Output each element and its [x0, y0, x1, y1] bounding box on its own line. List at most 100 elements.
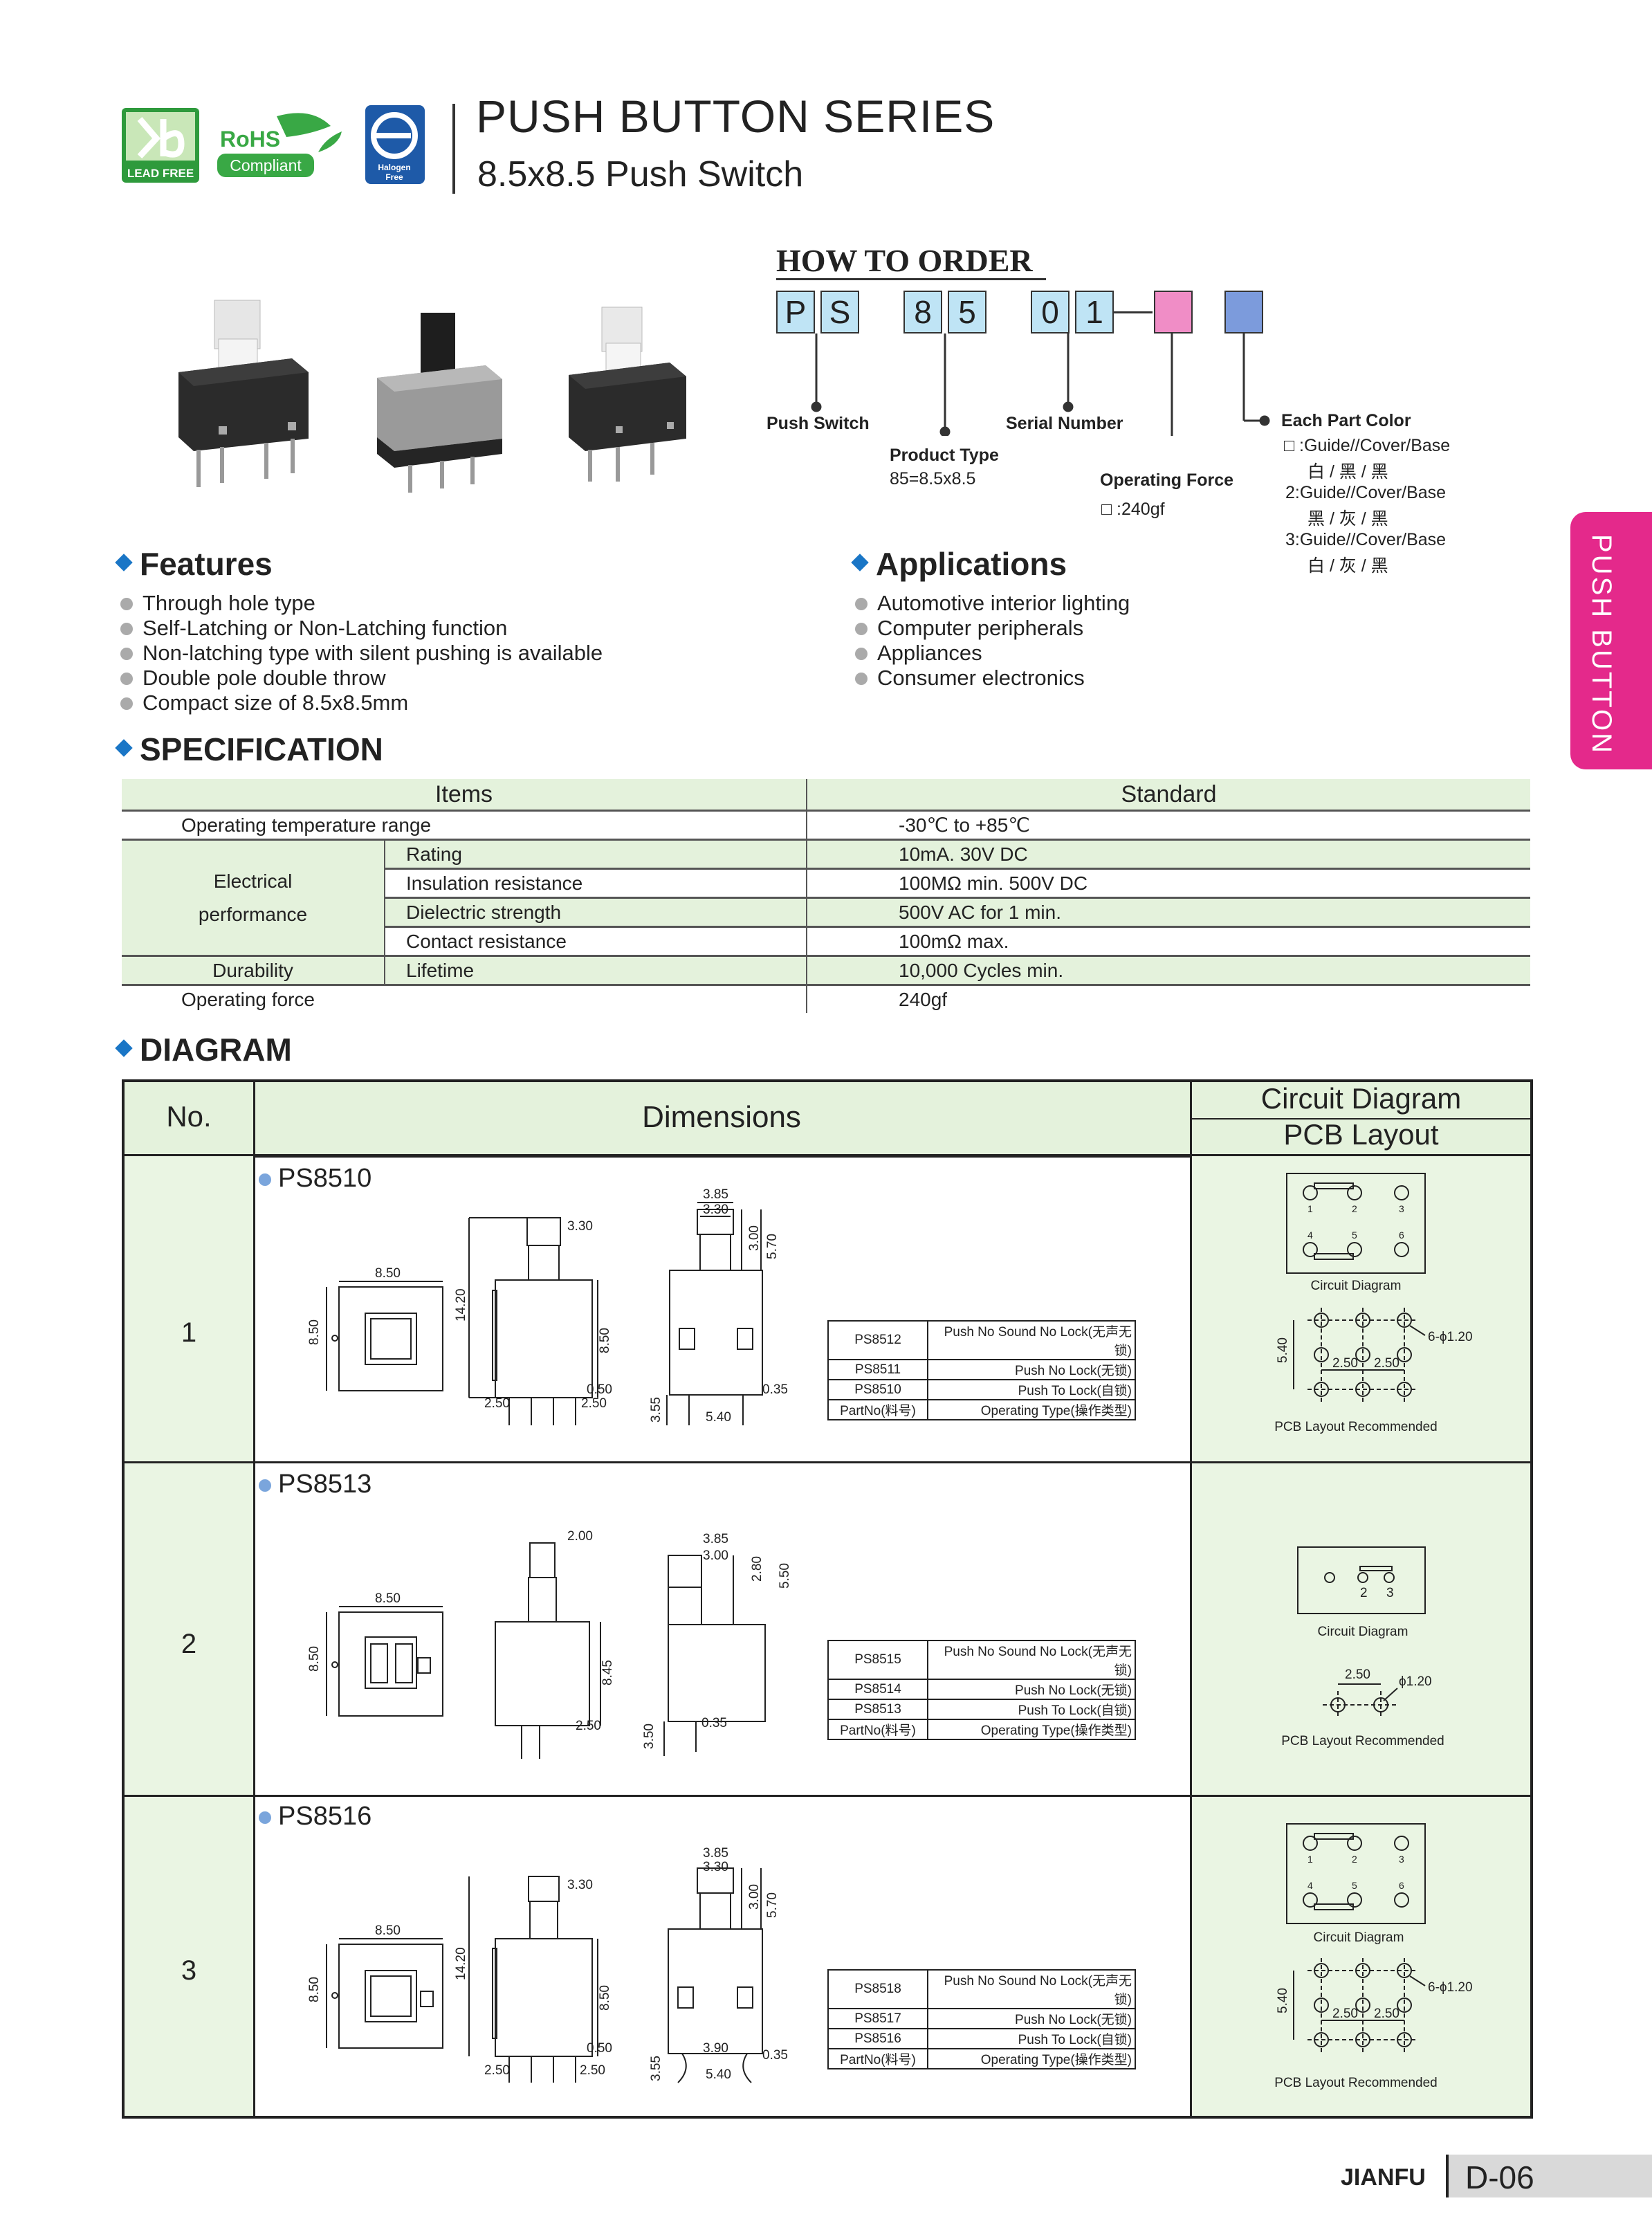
dim-label: 3.55 [649, 1397, 663, 1423]
bullet-dot-icon [259, 1811, 271, 1824]
dim-label: 14.20 [454, 1947, 468, 1980]
specification-title: SPECIFICATION [140, 731, 383, 767]
order-code-0: 0 [1031, 291, 1070, 333]
footer-brand: JIANFU [1341, 2164, 1426, 2191]
color-option-1: □ :Guide//Cover/Base [1284, 436, 1451, 455]
pcb-layout-label: PCB Layout Recommended [1274, 1420, 1438, 1434]
dim-label: 2.50 [484, 1396, 510, 1411]
part-number-cell: PartNo(料号) [827, 2048, 928, 2069]
spec-row: Operating force 240gf [122, 985, 1530, 1013]
dim-label: 8.50 [307, 1977, 322, 2002]
no-column-divider [125, 1082, 255, 2116]
dim-label: 3.00 [747, 1884, 762, 1910]
pcb-dim-label: 2.50 [1345, 1667, 1370, 1682]
operating-type-cell: Push To Lock(自锁) [927, 1379, 1136, 1400]
dim-label: 0.50 [587, 1382, 612, 1397]
model-name: PS8516 [259, 1802, 371, 1831]
order-connector-lines [811, 333, 1270, 436]
application-item: Computer peripherals [855, 616, 1130, 641]
rohs-logo: RoHS Compliant [214, 111, 346, 180]
model-name: PS8513 [259, 1470, 371, 1499]
spec-row: Dielectric strength 500V AC for 1 min. [122, 897, 1530, 928]
header-pcb: PCB Layout [1283, 1118, 1439, 1151]
spec-header-standard: Standard [806, 779, 1530, 812]
spec-item: Contact resistance [384, 926, 807, 957]
color-option-1-cn: 白 / 黑 / 黑 [1307, 462, 1388, 482]
pcb-column-bg [1192, 1155, 1530, 2116]
circuit-diagram-label: Circuit Diagram [1318, 1625, 1408, 1639]
how-to-order-title: HOW TO ORDER [776, 243, 1033, 278]
svg-text:6: 6 [1399, 1880, 1404, 1891]
operating-type-cell: Push No Lock(无锁) [927, 1359, 1136, 1380]
spec-item: Dielectric strength [384, 897, 807, 928]
switch-photo-1 [178, 300, 309, 487]
header-circuit: Circuit Diagram [1260, 1082, 1462, 1115]
order-code-s: S [820, 291, 859, 333]
part-number-cell: PS8515 [827, 1640, 928, 1680]
svg-text:4: 4 [1307, 1880, 1313, 1891]
feature-item: Self-Latching or Non-Latching function [120, 616, 603, 641]
switch-photo-2 [377, 313, 502, 493]
dim-label: 3.50 [642, 1724, 657, 1749]
ps8516-dimension-drawing: 8.50 8.50 14.20 3.30 8.50 0.50 2.50 2.50… [307, 1846, 788, 2083]
header-dimensions: Dimensions [642, 1100, 801, 1134]
pcb-dim-label: 2.50 [1332, 2007, 1358, 2021]
operating-type-cell: Operating Type(操作类型) [927, 1399, 1136, 1420]
pcb-hole-label: 6-ϕ1.20 [1428, 1980, 1473, 1995]
diagram-header-row [125, 1082, 1530, 1158]
operating-type-cell: Push No Sound No Lock(无声无锁) [927, 1640, 1136, 1680]
part-number-cell: PS8516 [827, 2028, 928, 2049]
spec-item: Rating [384, 839, 807, 870]
pcb-column-divider [1190, 1082, 1192, 2116]
application-item: Consumer electronics [855, 666, 1130, 691]
diagram-heading: DIAGRAM [115, 1031, 292, 1068]
diagram-title: DIAGRAM [140, 1032, 292, 1068]
diagram-table: No. Dimensions Circuit Diagram PCB Layou… [122, 1079, 1533, 2119]
order-code-p: P [776, 291, 815, 333]
spec-row: Contact resistance 100mΩ max. [122, 926, 1530, 957]
pcb-layout-label: PCB Layout Recommended [1281, 1734, 1444, 1748]
circuit-diagram-label: Circuit Diagram [1311, 1279, 1402, 1293]
feature-item: Double pole double throw [120, 666, 603, 691]
dim-label: 8.50 [375, 1923, 401, 1938]
svg-text:Halogen: Halogen [378, 163, 410, 172]
dim-label: 3.85 [703, 1532, 728, 1546]
row-divider [125, 1461, 1530, 1463]
dim-label: 3.30 [703, 1203, 728, 1217]
dim-label: 5.70 [765, 1892, 780, 1918]
part-number-cell: PS8513 [827, 1699, 928, 1720]
dim-label: 8.50 [307, 1319, 322, 1345]
svg-text:3: 3 [1386, 1586, 1394, 1600]
svg-text:1: 1 [1307, 1203, 1313, 1214]
color-option-2: 2:Guide//Cover/Base [1285, 483, 1447, 502]
svg-text:5: 5 [1352, 1230, 1357, 1241]
header-divider [452, 104, 455, 194]
bullet-dot-icon [259, 1173, 271, 1186]
circuit-diagram-label: Circuit Diagram [1314, 1930, 1404, 1945]
spec-value: -30℃ to +85℃ [806, 810, 1530, 841]
dim-label: 3.30 [567, 1219, 593, 1234]
pcb-dim-label: 2.50 [1332, 1356, 1358, 1371]
pcb-dim-label: 5.40 [1276, 1337, 1290, 1363]
spec-value: 10mA. 30V DC [806, 839, 1530, 870]
dim-label: 3.30 [703, 1860, 728, 1874]
svg-text:4: 4 [1307, 1230, 1313, 1241]
spec-item: Lifetime [384, 956, 807, 986]
dim-label: 3.85 [703, 1187, 728, 1202]
row-number: 1 [181, 1317, 197, 1348]
dim-label: 8.50 [375, 1266, 401, 1281]
pcb-dim-label: 2.50 [1374, 1356, 1399, 1371]
application-item: Automotive interior lighting [855, 591, 1130, 616]
part-number-cell: PartNo(料号) [827, 1719, 928, 1740]
switch-photo-3 [569, 307, 686, 482]
operating-type-cell: Push No Sound No Lock(无声无锁) [927, 1969, 1136, 2009]
lead-free-text: LEAD FREE [127, 167, 194, 180]
operating-type-cell: Operating Type(操作类型) [927, 1719, 1136, 1740]
